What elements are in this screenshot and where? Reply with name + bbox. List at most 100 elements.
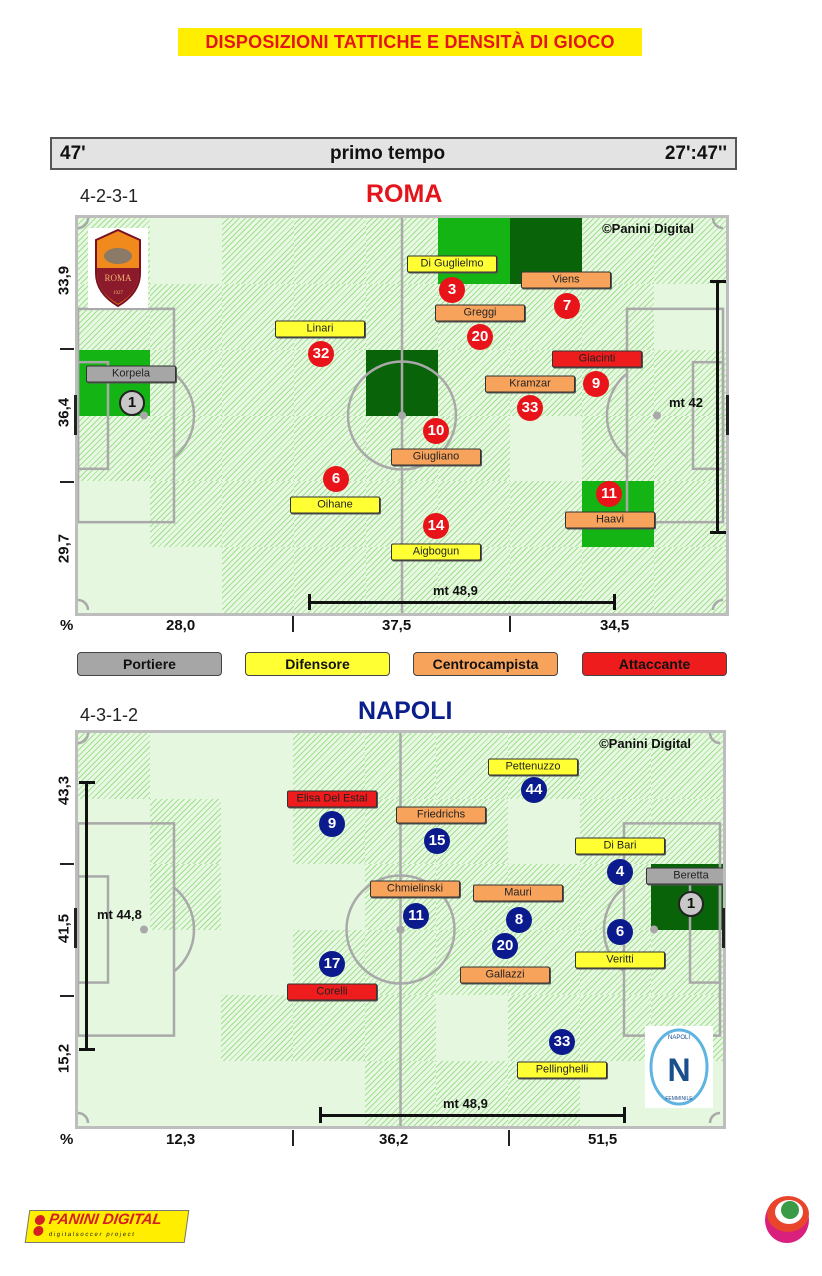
player-number-marker[interactable]: 33 xyxy=(517,395,543,421)
player-number-marker[interactable]: 6 xyxy=(607,919,633,945)
heatmap-cell xyxy=(436,995,509,1061)
pitch-lines xyxy=(78,218,725,613)
axis-tick xyxy=(60,863,74,865)
player-number-marker[interactable]: 6 xyxy=(323,466,349,492)
heatmap-cell xyxy=(78,1060,150,1126)
heatmap-cell xyxy=(222,349,294,416)
legend-centrocampista: Centrocampista xyxy=(413,652,558,676)
heatmap-cell xyxy=(221,929,294,996)
player-number-marker[interactable]: 4 xyxy=(607,859,633,885)
player-name-label[interactable]: Elisa Del Estal xyxy=(287,790,377,808)
player-name-label[interactable]: Friedrichs xyxy=(396,806,486,824)
player-name-label[interactable]: Haavi xyxy=(565,511,655,529)
svg-text:NAPOLI: NAPOLI xyxy=(668,1035,690,1041)
svg-text:1927: 1927 xyxy=(113,291,124,296)
player-name-label[interactable]: Pettenuzzo xyxy=(488,758,578,776)
player-name-label[interactable]: Giacinti xyxy=(552,350,642,368)
roma-side-label: 29,7 xyxy=(55,533,73,564)
player-number-marker[interactable]: 8 xyxy=(506,907,532,933)
player-number-marker[interactable]: 10 xyxy=(423,418,449,444)
player-number-marker[interactable]: 11 xyxy=(596,481,622,507)
napoli-width-bar xyxy=(320,1114,625,1117)
bar-end xyxy=(623,1107,626,1123)
player-name-label[interactable]: Di Bari xyxy=(575,837,665,855)
roma-side-label: 33,9 xyxy=(55,265,73,296)
svg-text:N: N xyxy=(667,1052,690,1088)
match-clock: 27':47'' xyxy=(664,143,727,164)
player-name-label[interactable]: Kramzar xyxy=(485,375,575,393)
napoli-team-name: NAPOLI xyxy=(358,697,453,725)
player-name-label[interactable]: Pellinghelli xyxy=(517,1061,607,1079)
player-number-marker[interactable]: 17 xyxy=(319,951,345,977)
napoli-depth-bar xyxy=(85,782,88,1050)
heatmap-cell xyxy=(150,481,222,548)
player-number-marker[interactable]: 7 xyxy=(554,293,580,319)
heatmap-cell xyxy=(438,481,510,548)
svg-text:FEMMINILE: FEMMINILE xyxy=(665,1096,693,1102)
svg-text:ROMA: ROMA xyxy=(104,273,132,283)
heatmap-cell xyxy=(294,283,366,350)
player-name-label[interactable]: Oihane xyxy=(290,496,380,514)
player-name-label[interactable]: Linari xyxy=(275,320,365,338)
player-name-label[interactable]: Korpela xyxy=(86,365,176,383)
heatmap-cell xyxy=(150,415,222,482)
heatmap-cell xyxy=(293,864,365,930)
napoli-zone-right: 51,5 xyxy=(588,1131,618,1148)
player-number-marker[interactable]: 1 xyxy=(119,390,145,416)
heatmap-cell xyxy=(294,218,366,284)
player-number-marker[interactable]: 9 xyxy=(583,371,609,397)
player-name-label[interactable]: Veritti xyxy=(575,951,665,969)
roma-depth-bar xyxy=(716,281,719,533)
player-name-label[interactable]: Mauri xyxy=(473,884,563,902)
heatmap-cell xyxy=(78,415,150,482)
player-number-marker[interactable]: 3 xyxy=(439,277,465,303)
player-number-marker[interactable]: 44 xyxy=(521,777,547,803)
match-period: primo tempo xyxy=(330,143,446,164)
heatmap-cell xyxy=(149,929,222,996)
player-name-label[interactable]: Viens xyxy=(521,271,611,289)
player-name-label[interactable]: Giugliano xyxy=(391,448,481,466)
legend-attaccante: Attaccante xyxy=(582,652,727,676)
heatmap-cell xyxy=(222,218,294,284)
roma-zone-center: 37,5 xyxy=(382,617,412,634)
time-bar: 47' primo tempo 27':47'' xyxy=(50,137,737,170)
match-minute: 47' xyxy=(60,143,86,164)
heatmap-cell xyxy=(293,733,365,799)
roma-side-label: 36,4 xyxy=(55,397,73,428)
logo-dot-icon xyxy=(32,1226,45,1236)
player-number-marker[interactable]: 32 xyxy=(308,341,334,367)
heatmap-cell xyxy=(149,733,222,799)
napoli-side-label: 15,2 xyxy=(55,1043,73,1074)
napoli-zone-center: 36,2 xyxy=(379,1131,409,1148)
player-number-marker[interactable]: 33 xyxy=(549,1029,575,1055)
heatmap-cell xyxy=(654,481,726,548)
player-name-label[interactable]: Greggi xyxy=(435,304,525,322)
napoli-depth-measure: mt 44,8 xyxy=(97,907,142,922)
player-number-marker[interactable]: 20 xyxy=(492,933,518,959)
napoli-formation: 4-3-1-2 xyxy=(80,705,139,725)
page-title: DISPOSIZIONI TATTICHE E DENSITÀ DI GIOCO xyxy=(178,28,642,56)
axis-tick xyxy=(292,616,294,632)
player-number-marker[interactable]: 14 xyxy=(423,513,449,539)
logo-dot-icon xyxy=(34,1215,46,1225)
roma-team-name: ROMA xyxy=(366,180,443,208)
heatmap-cell xyxy=(294,481,366,548)
player-number-marker[interactable]: 9 xyxy=(319,811,345,837)
heatmap-cell xyxy=(78,547,150,613)
player-number-marker[interactable]: 1 xyxy=(678,891,704,917)
player-number-marker[interactable]: 11 xyxy=(403,903,429,929)
heatmap-cell xyxy=(651,733,723,799)
player-name-label[interactable]: Beretta xyxy=(646,867,723,885)
player-name-label[interactable]: Aigbogun xyxy=(391,543,481,561)
player-number-marker[interactable]: 15 xyxy=(424,828,450,854)
player-name-label[interactable]: Di Guglielmo xyxy=(407,255,497,273)
player-name-label[interactable]: Gallazzi xyxy=(460,966,550,984)
player-name-label[interactable]: Chmielinski xyxy=(370,880,460,898)
player-number-marker[interactable]: 20 xyxy=(467,324,493,350)
goal-marker xyxy=(722,908,725,948)
heatmap-cell xyxy=(508,798,580,865)
roma-width-bar xyxy=(309,601,615,604)
player-name-label[interactable]: Corelli xyxy=(287,983,377,1001)
